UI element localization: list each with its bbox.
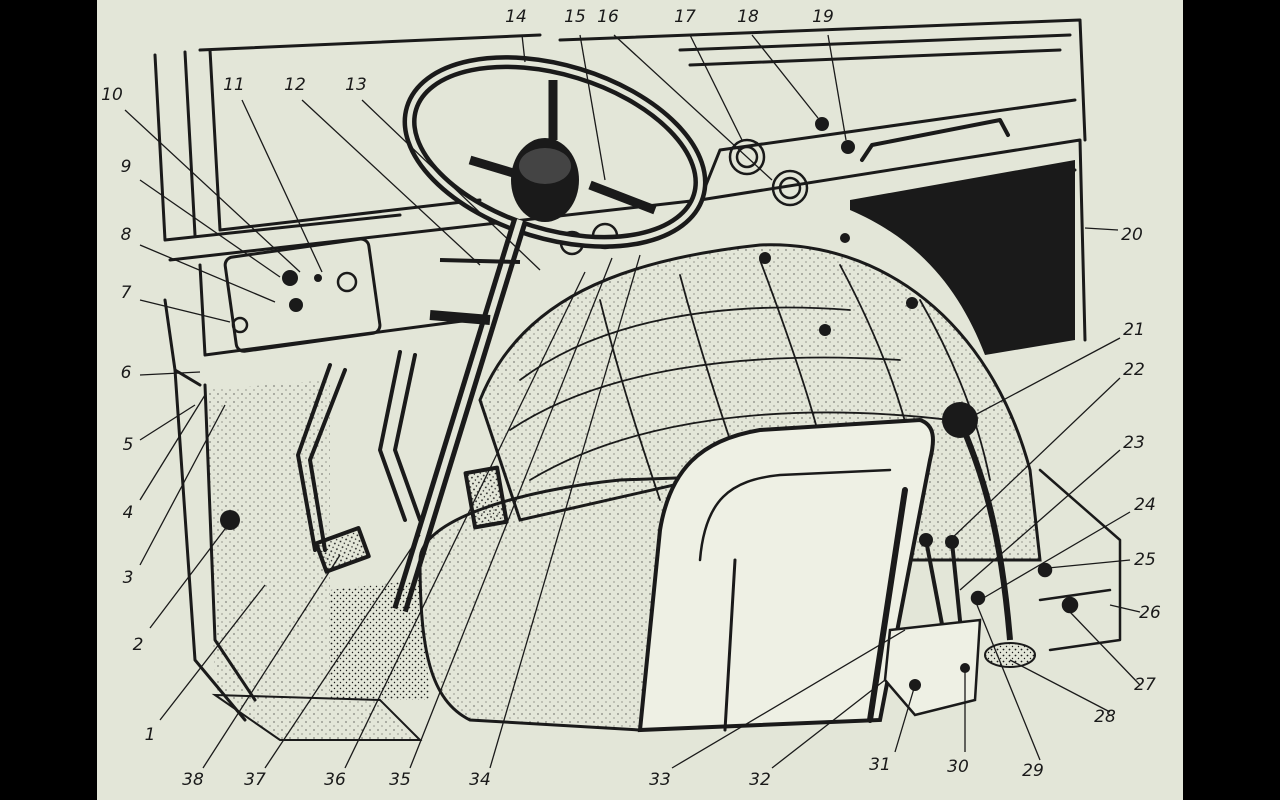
callout-label-26: 26 <box>1139 603 1161 623</box>
leader-line-16 <box>613 34 773 181</box>
callout-label-22: 22 <box>1123 360 1145 380</box>
leader-line-1 <box>159 584 266 721</box>
leader-line-15 <box>579 34 606 181</box>
leader-line-22 <box>949 377 1121 541</box>
leader-line-38 <box>202 554 341 769</box>
leader-line-32 <box>771 679 886 769</box>
callout-label-38: 38 <box>182 770 204 790</box>
leader-line-28 <box>1009 659 1111 713</box>
callout-label-13: 13 <box>345 75 367 95</box>
leader-line-25 <box>1047 559 1131 569</box>
leader-line-26 <box>1109 604 1141 613</box>
callout-label-8: 8 <box>121 225 132 245</box>
callout-label-1: 1 <box>145 725 156 745</box>
callout-label-34: 34 <box>469 770 491 790</box>
leader-line-6 <box>139 371 201 376</box>
rear-floor <box>970 468 1122 652</box>
callout-label-29: 29 <box>1022 761 1044 781</box>
leader-line-2 <box>149 524 229 629</box>
panel-knobs <box>231 270 358 334</box>
callout-label-5: 5 <box>123 435 134 455</box>
callout-label-11: 11 <box>223 75 245 95</box>
leader-line-37 <box>264 534 421 769</box>
callout-label-33: 33 <box>649 770 671 790</box>
door-edge <box>173 368 257 722</box>
leader-line-5 <box>139 404 196 441</box>
callout-label-32: 32 <box>749 770 771 790</box>
leader-line-11 <box>241 99 323 273</box>
callout-label-19: 19 <box>812 7 834 27</box>
gear-lever <box>942 402 1036 668</box>
leader-line-3 <box>139 404 226 566</box>
callout-label-37: 37 <box>244 770 266 790</box>
leader-lines <box>124 34 1141 769</box>
callout-label-30: 30 <box>947 757 969 777</box>
leader-line-31 <box>894 684 916 753</box>
callout-label-25: 25 <box>1134 550 1156 570</box>
leader-line-13 <box>361 99 541 271</box>
leader-line-9 <box>139 179 281 278</box>
leader-line-19 <box>827 34 847 141</box>
leader-line-29 <box>974 599 1041 761</box>
leader-line-24 <box>979 511 1131 601</box>
callout-label-31: 31 <box>869 755 891 775</box>
callout-label-28: 28 <box>1094 707 1116 727</box>
callout-label-36: 36 <box>324 770 346 790</box>
transfer-levers <box>883 533 982 717</box>
steering-column <box>392 217 528 613</box>
leader-line-35 <box>409 257 613 769</box>
callout-label-18: 18 <box>737 7 759 27</box>
leader-line-8 <box>139 244 276 303</box>
callout-label-16: 16 <box>597 7 619 27</box>
leader-line-36 <box>344 271 586 769</box>
leader-line-7 <box>139 299 231 323</box>
callout-label-35: 35 <box>389 770 411 790</box>
callout-label-12: 12 <box>284 75 306 95</box>
callout-label-27: 27 <box>1134 675 1156 695</box>
callout-label-4: 4 <box>123 503 134 523</box>
leader-line-4 <box>139 394 206 501</box>
callout-label-7: 7 <box>121 283 132 303</box>
callout-label-14: 14 <box>505 7 527 27</box>
callout-label-6: 6 <box>121 363 132 383</box>
leader-line-27 <box>1069 611 1141 686</box>
grab-handle <box>860 118 1010 162</box>
callout-label-17: 17 <box>674 7 696 27</box>
leader-line-33 <box>671 629 906 769</box>
seat <box>418 417 935 733</box>
leader-line-23 <box>959 449 1121 591</box>
leader-line-18 <box>751 34 819 119</box>
callout-label-20: 20 <box>1121 225 1143 245</box>
callout-label-24: 24 <box>1134 495 1156 515</box>
windshield-frame <box>153 18 1087 242</box>
leader-line-10 <box>124 109 301 273</box>
callout-label-2: 2 <box>133 635 144 655</box>
callout-label-9: 9 <box>121 157 132 177</box>
leader-line-17 <box>689 34 743 141</box>
steering-wheel <box>402 55 708 249</box>
callout-label-15: 15 <box>564 7 586 27</box>
leader-line-21 <box>974 337 1121 416</box>
callout-label-21: 21 <box>1123 320 1145 340</box>
callout-label-23: 23 <box>1123 433 1145 453</box>
floor <box>205 380 430 741</box>
callout-label-10: 10 <box>101 85 123 105</box>
rear-opening <box>850 160 1075 355</box>
toggle-switches <box>815 117 855 154</box>
leader-line-12 <box>301 99 481 266</box>
leader-line-20 <box>1084 227 1119 231</box>
leader-line-34 <box>489 254 641 769</box>
callout-label-3: 3 <box>123 568 134 588</box>
leader-line-14 <box>521 34 526 63</box>
